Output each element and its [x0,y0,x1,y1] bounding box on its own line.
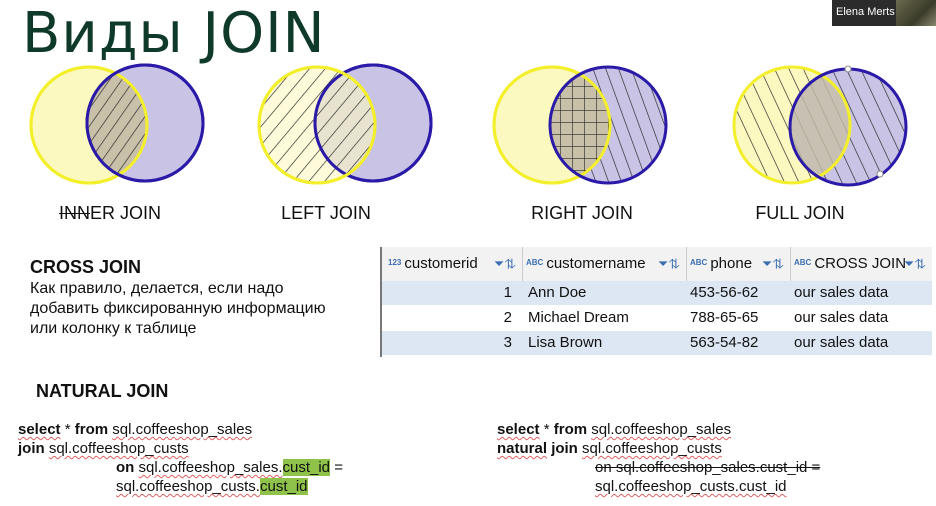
inner-join-label: INNER JOIN [10,203,210,224]
cell-customername: Lisa Brown [528,334,603,351]
left-join-label: LEFT JOIN [281,203,371,223]
slide-title: Виды JOIN [22,1,326,66]
integer-type-icon: 123 [388,258,402,267]
code-keyword: from [74,421,109,438]
full-join-label: FULL JOIN [755,203,845,223]
cell-phone: 453-56-62 [690,284,759,301]
venn-inner-join [29,63,205,185]
cell-cross-join: our sales data [794,309,889,326]
venn-left-join [257,63,433,185]
code-text: sql.coffeeshop_custs [582,440,722,457]
code-text: sql.coffeeshop_sales [112,421,253,438]
inner-join-label-rest: ER JOIN [89,203,161,223]
code-line: select * from sql.coffeeshop_sales [497,420,927,439]
code-keyword: from [553,421,588,438]
cell-phone: 563-54-82 [690,334,759,351]
cell-customerid: 3 [503,334,512,351]
code-line: join sql.coffeeshop_custs [18,439,458,458]
cell-cross-join: our sales data [794,334,889,351]
code-line: on sql.coffeeshop_sales.cust_id = [18,458,458,477]
filter-sort-icon[interactable]: ⏷⇅ [903,256,926,271]
cell-customerid: 1 [503,284,512,301]
code-text: * [64,421,71,438]
code-keyword: select [18,421,61,438]
cell-customerid: 2 [503,309,512,326]
code-highlight: cust_id [259,478,308,495]
text-type-icon: ABC [794,258,812,267]
cross-join-description: Как правило, делается, если надо добавит… [30,280,326,337]
code-text: sql.coffeeshop_sales [591,421,732,438]
participant-name: Elena Merts [836,6,895,18]
code-keyword: natural [497,440,548,457]
code-keyword: join [18,440,45,457]
code-text: sql.coffeeshop_custs.cust_id [595,478,787,495]
code-keyword: join [551,440,578,457]
text-type-icon: ABC [526,258,544,267]
filter-sort-icon[interactable]: ⏷⇅ [657,256,680,271]
code-text: sql.coffeeshop_custs [48,440,189,457]
code-text: = [334,459,343,476]
cross-join-title: CROSS JOIN [30,257,142,277]
code-highlight: cust_id [282,459,331,476]
column-header-label: phone [710,255,753,272]
filter-sort-icon[interactable]: ⏷⇅ [493,256,516,271]
code-keyword: select [497,421,540,438]
code-text: sql.coffeeshop_custs. [116,478,260,495]
code-line: select * from sql.coffeeshop_sales [18,420,458,439]
code-text: sql.coffeeshop_sales. [138,459,283,476]
venn-right-join [492,65,668,185]
code-block-natural-join: select * from sql.coffeeshop_sales natur… [497,420,927,496]
inner-join-label-struck: INN [58,203,90,223]
table-row[interactable]: 3 Lisa Brown 563-54-82 our sales data [382,331,932,355]
table-row[interactable]: 2 Michael Dream 788-65-65 our sales data [382,306,932,330]
table-row[interactable]: 1 Ann Doe 453-56-62 our sales data [382,281,932,305]
column-header-label: customerid [404,255,478,272]
right-join-label: RIGHT JOIN [531,203,633,223]
cell-phone: 788-65-65 [690,309,759,326]
code-line: sql.coffeeshop_custs.cust_id [18,477,458,496]
code-text: * [543,421,550,438]
code-block-join: select * from sql.coffeeshop_sales join … [18,420,458,496]
code-line: natural join sql.coffeeshop_custs [497,439,927,458]
code-keyword: on [116,459,135,476]
code-line: sql.coffeeshop_custs.cust_id [497,477,927,496]
column-header-label: CROSS JOIN [814,255,907,272]
participant-video-thumbnail [896,0,936,26]
filter-sort-icon[interactable]: ⏷⇅ [761,256,784,271]
column-header-label: customername [546,255,646,272]
text-type-icon: ABC [690,258,708,267]
code-struck-text: on sql.coffeeshop_sales.cust_id = [595,459,821,476]
code-line: on sql.coffeeshop_sales.cust_id = [497,458,927,477]
cell-customername: Michael Dream [528,309,629,326]
participant-video-tile[interactable]: Elena Merts [832,0,936,26]
cell-cross-join: our sales data [794,284,889,301]
natural-join-title: NATURAL JOIN [36,381,169,401]
cell-customername: Ann Doe [528,284,587,301]
venn-full-join [732,65,908,187]
